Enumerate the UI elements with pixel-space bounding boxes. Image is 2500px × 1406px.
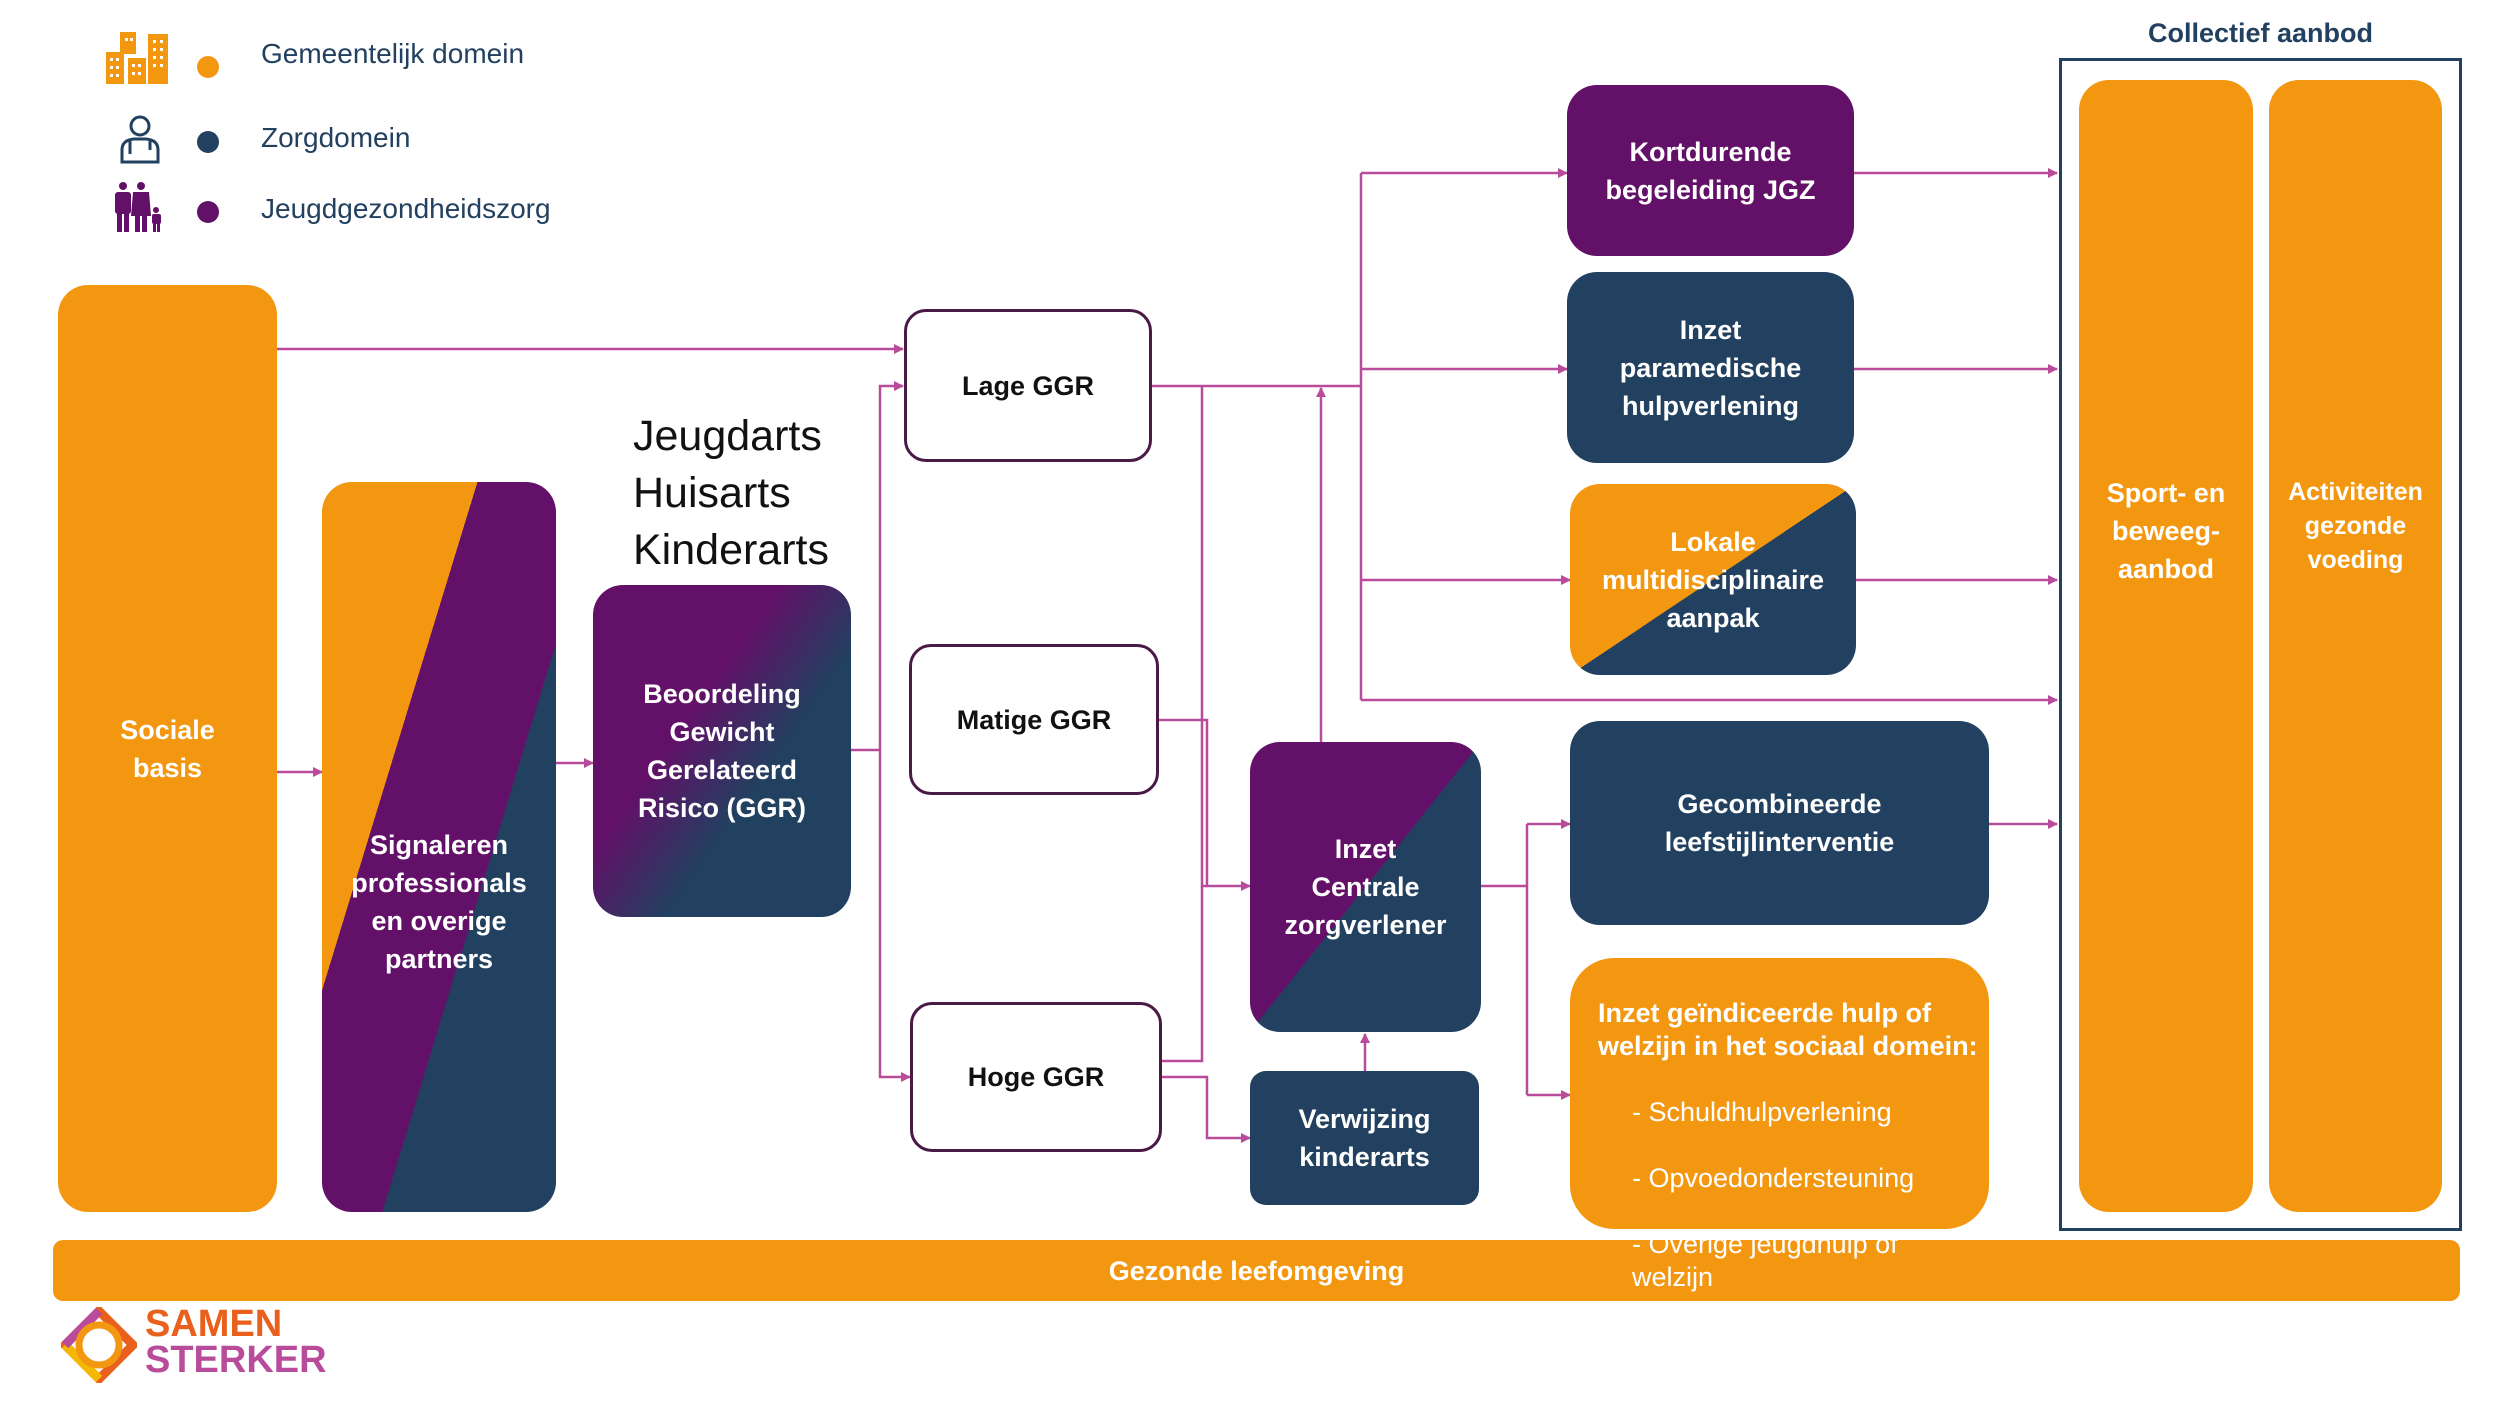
arrow-matige-centrale xyxy=(1159,718,1209,886)
gezonde-leefomgeving-bar: Gezonde leefomgeving xyxy=(53,1240,2460,1301)
node-verwijzing-kinderarts: Verwijzing kinderarts xyxy=(1250,1071,1479,1205)
node-sociale-basis: Sociale basis xyxy=(58,285,277,1212)
collectief-frame xyxy=(2059,58,2462,1231)
legend-label-zorg: Zorgdomein xyxy=(261,122,411,153)
arrow-hoge-verwijzing xyxy=(1162,1075,1251,1143)
geindiceerd-item: - Schuldhulpverlening xyxy=(1632,1097,1892,1127)
node-geindiceerd: Inzet geïndiceerde hulp of welzijn in he… xyxy=(1570,958,1989,1292)
geindiceerd-item: - Overige jeugdhulp of welzijn xyxy=(1632,1229,1898,1292)
legend-dot-gemeentelijk xyxy=(197,56,219,78)
node-centrale-zorgverlener: Inzet Centrale zorgverlener xyxy=(1250,742,1481,1032)
samen-sterker-logo: SAMEN STERKER xyxy=(61,1305,361,1389)
arrow-lage-centrale xyxy=(1200,386,1251,891)
node-kortdurende-jgz: Kortdurende begeleiding JGZ xyxy=(1567,85,1854,256)
node-signaleren: Signaleren professionals en overige part… xyxy=(322,482,556,1212)
legend-dot-zorg xyxy=(197,131,219,153)
family-icon xyxy=(115,182,161,232)
legend-dot-jgz xyxy=(197,201,219,223)
logo-mark-icon xyxy=(61,1307,137,1383)
logo-line2: STERKER xyxy=(145,1339,327,1381)
logo-line1: SAMEN xyxy=(145,1303,283,1345)
node-beoordeling: Beoordeling Gewicht Gerelateerd Risico (… xyxy=(593,585,851,917)
node-sport-beweeg: Sport- en beweeg- aanbod xyxy=(2079,80,2253,1212)
node-hoge-ggr: Hoge GGR xyxy=(910,1002,1162,1152)
geindiceerd-item: - Opvoedondersteuning xyxy=(1632,1163,1915,1193)
line-hoge-up xyxy=(1162,886,1204,1063)
artsen-label: Jeugdarts Huisarts Kinderarts xyxy=(633,412,829,574)
node-lokale-aanpak: Lokale multidisciplinaire aanpak xyxy=(1570,484,1856,675)
legend-label-jgz: Jeugdgezondheidszorg xyxy=(261,193,551,224)
node-lage-ggr: Lage GGR xyxy=(904,309,1152,462)
node-gecombineerde: Gecombineerde leefstijlinterventie xyxy=(1570,721,1989,925)
arrow-beoordeling-hoge xyxy=(878,750,911,1082)
geindiceerd-title: Inzet geïndiceerde hulp of welzijn in he… xyxy=(1598,998,1978,1061)
node-paramedisch: Inzet paramedische hulpverlening xyxy=(1567,272,1854,463)
doctor-icon xyxy=(120,115,160,164)
node-gezonde-voeding: Activiteiten gezonde voeding xyxy=(2269,80,2442,1212)
buildings-icon xyxy=(106,32,168,84)
collectief-title: Collectief aanbod xyxy=(2147,18,2374,48)
legend-label-gemeentelijk: Gemeentelijk domein xyxy=(261,38,525,69)
arrow-beoordeling-lage xyxy=(878,381,904,750)
node-matige-ggr: Matige GGR xyxy=(909,644,1159,795)
